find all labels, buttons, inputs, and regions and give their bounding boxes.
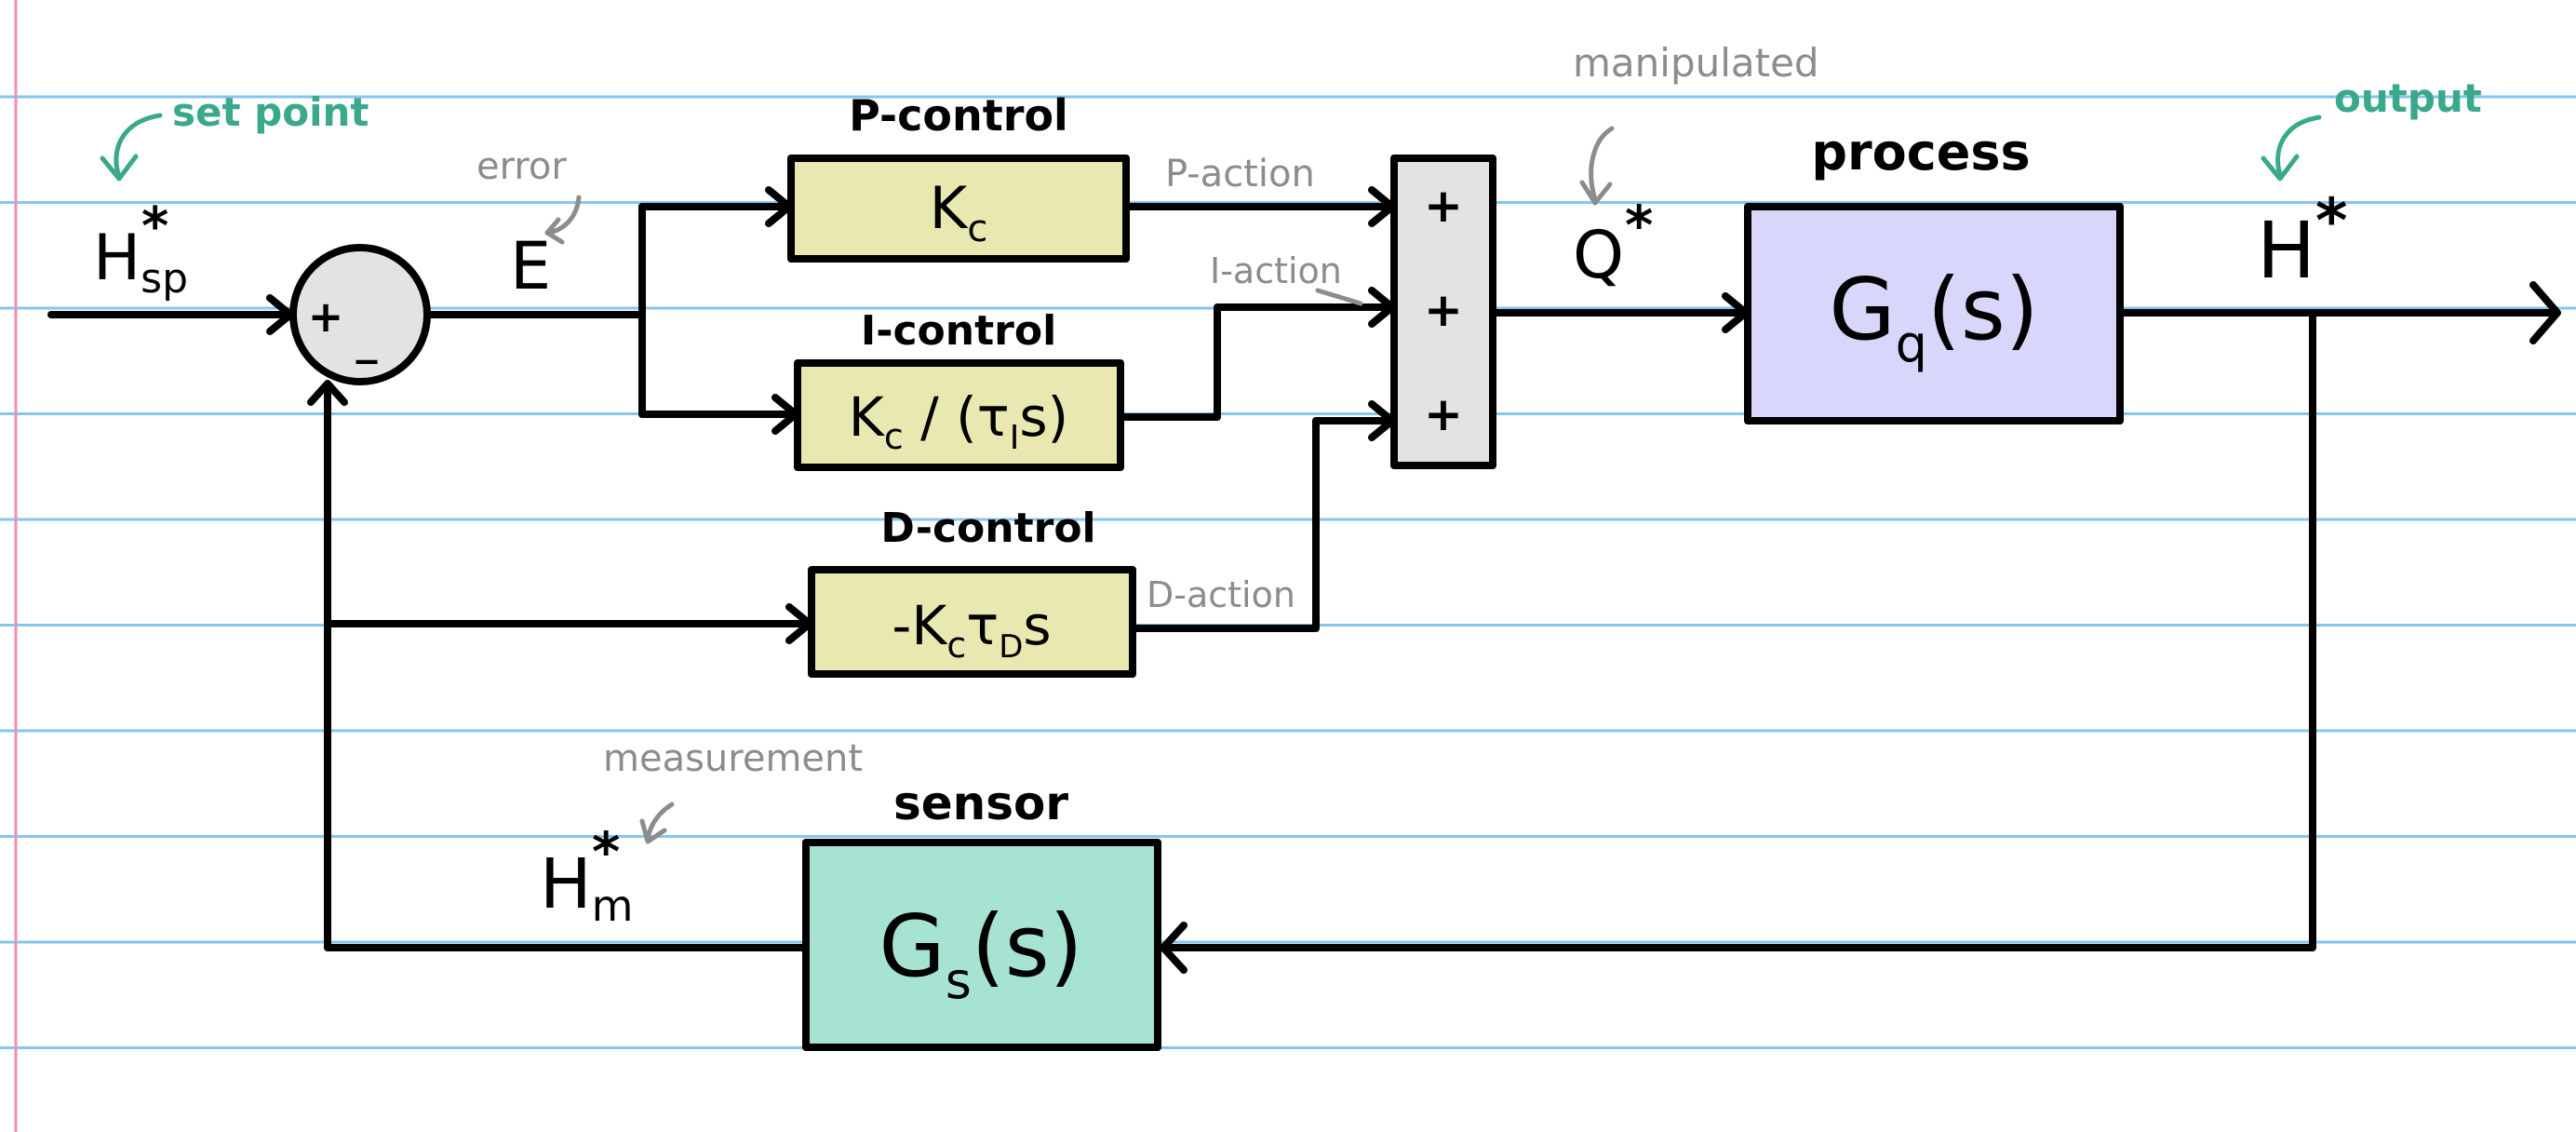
sensor-block <box>802 839 1161 1051</box>
output-symbol: H <box>2257 205 2315 296</box>
signal-wires <box>47 203 2554 951</box>
error-symbol: E <box>510 228 551 304</box>
i-control-block <box>794 359 1124 471</box>
comparator-minus-sign: _ <box>356 314 378 364</box>
arrow-i-into-adder <box>1368 287 1396 328</box>
error-annotation: error <box>476 145 567 188</box>
ruled-lines <box>0 95 2576 1049</box>
set-point-pointer <box>100 113 163 182</box>
adder-plus-sign-2: + <box>1424 283 1463 337</box>
output-star: * <box>2315 185 2348 257</box>
i-action-label: I-action <box>1210 250 1342 291</box>
manipulated-symbol: Q <box>1573 217 1624 293</box>
error-pointer <box>544 195 582 245</box>
arrow-into-comparator <box>266 294 294 335</box>
process-title: process <box>1811 123 2030 182</box>
output-pointer <box>2261 115 2322 182</box>
arrow-p-into-adder <box>1368 186 1396 227</box>
manipulated-annotation: manipulated <box>1573 40 1819 86</box>
arrow-d-into-adder <box>1368 400 1396 441</box>
setpoint-symbol: Hsp <box>93 222 188 303</box>
p-control-title: P-control <box>849 90 1068 141</box>
set-point-annotation: set point <box>172 89 369 135</box>
adder-plus-sign-1: + <box>1424 179 1463 233</box>
measurement-annotation: measurement <box>603 737 863 780</box>
arrow-into-d <box>785 603 813 644</box>
manipulated-star: * <box>1625 194 1653 257</box>
d-action-label: D-action <box>1147 574 1295 615</box>
manipulated-pointer <box>1579 126 1615 206</box>
arrow-into-sensor <box>1160 922 1187 974</box>
p-control-gain: Kc <box>930 174 988 250</box>
measured-star: * <box>592 820 620 883</box>
arrow-into-i <box>771 394 799 435</box>
summing-junction <box>1390 155 1496 469</box>
arrow-into-p <box>765 186 793 227</box>
arrow-into-process <box>1722 292 1750 333</box>
feedback-down-wire <box>1161 309 2316 951</box>
process-transfer: Gq(s) <box>1829 260 2038 373</box>
arrowheads <box>266 186 2561 974</box>
measurement-wire <box>324 387 810 951</box>
p-action-label: P-action <box>1165 153 1315 195</box>
d-action-wire <box>1129 417 1390 632</box>
measurement-pointer <box>639 802 675 844</box>
output-annotation: output <box>2334 75 2482 121</box>
sensor-title: sensor <box>893 776 1068 830</box>
p-control-block <box>787 155 1130 263</box>
d-control-title: D-control <box>880 505 1095 552</box>
arrow-into-comparator-bottom <box>307 380 348 406</box>
measured-symbol: Hm <box>540 844 633 931</box>
i-control-transfer: Kc / (τIs) <box>849 385 1068 457</box>
adder-plus-sign-3: + <box>1424 387 1463 441</box>
process-block <box>1744 203 2124 424</box>
d-control-transfer: -KcτDs <box>892 594 1051 666</box>
sensor-transfer: Gs(s) <box>879 896 1082 1010</box>
arrow-output <box>2529 281 2561 344</box>
i-action-wire <box>1117 303 1390 421</box>
i-action-pointer <box>1315 288 1363 306</box>
setpoint-star: * <box>141 196 168 257</box>
i-control-title: I-control <box>861 307 1056 355</box>
comparator-plus-sign: + <box>308 291 344 342</box>
